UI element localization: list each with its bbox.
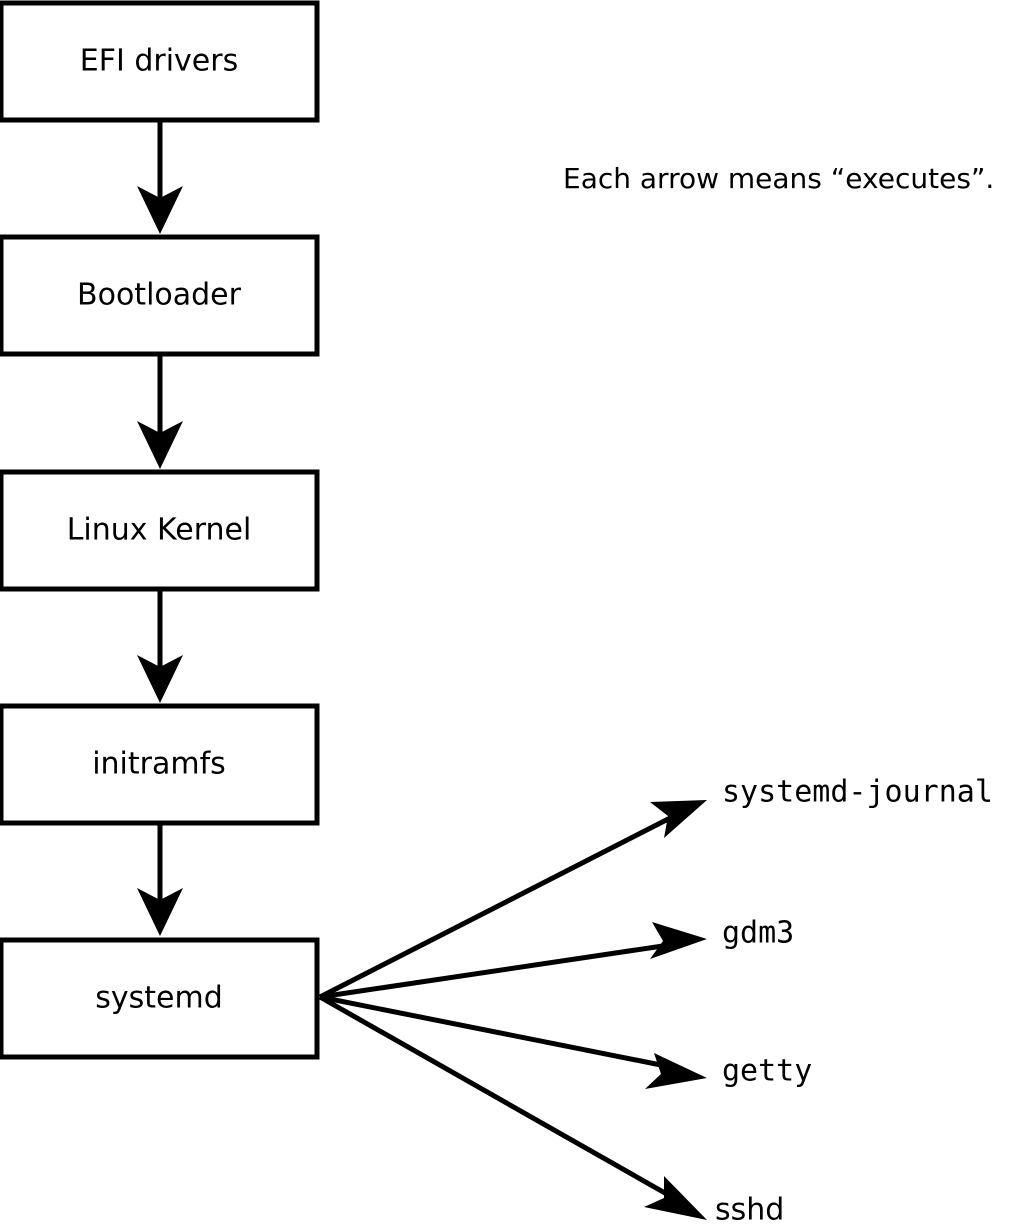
arrow-head-icon bbox=[137, 186, 183, 234]
leaf-label-systemd-journal: systemd-journal bbox=[722, 775, 993, 810]
chain-arrow-bootloader-to-kernel bbox=[137, 355, 183, 469]
chain-arrow-initramfs-to-systemd bbox=[137, 824, 183, 936]
fan-arrow-systemd-to-sshd bbox=[318, 994, 707, 1220]
fan-arrow-systemd-to-gdm3 bbox=[319, 922, 707, 1000]
fan-arrow-systemd-to-getty bbox=[319, 994, 707, 1089]
arrow-head-icon bbox=[650, 922, 707, 959]
chain-arrow-kernel-to-initramfs bbox=[137, 590, 183, 703]
arrow-head-icon bbox=[650, 800, 707, 838]
node-label-initramfs: initramfs bbox=[92, 747, 226, 782]
arrow-head-icon bbox=[644, 1176, 707, 1220]
arrow-head-icon bbox=[137, 655, 183, 703]
node-systemd[interactable]: systemd bbox=[0, 937, 320, 1060]
node-label-bootloader: Bootloader bbox=[77, 278, 242, 313]
node-efi-drivers[interactable]: EFI drivers bbox=[0, 0, 320, 123]
fan-arrow-systemd-to-systemd-journal bbox=[318, 800, 707, 1000]
leaf-label-getty: getty bbox=[722, 1054, 812, 1089]
node-label-linux-kernel: Linux Kernel bbox=[67, 513, 252, 548]
leaf-label-gdm3: gdm3 bbox=[722, 916, 794, 951]
node-label-efi-drivers: EFI drivers bbox=[80, 44, 238, 79]
node-label-systemd: systemd bbox=[95, 981, 223, 1016]
leaf-label-sshd: sshd bbox=[715, 1193, 784, 1228]
arrow-head-icon bbox=[137, 888, 183, 936]
arrow-head-icon bbox=[137, 421, 183, 469]
node-bootloader[interactable]: Bootloader bbox=[0, 234, 320, 357]
node-initramfs[interactable]: initramfs bbox=[0, 703, 320, 826]
arrow-head-icon bbox=[645, 1053, 707, 1089]
node-linux-kernel[interactable]: Linux Kernel bbox=[0, 469, 320, 592]
chain-arrow-efi-to-bootloader bbox=[137, 120, 183, 234]
diagram-annotation: Each arrow means “executes”. bbox=[563, 162, 994, 195]
